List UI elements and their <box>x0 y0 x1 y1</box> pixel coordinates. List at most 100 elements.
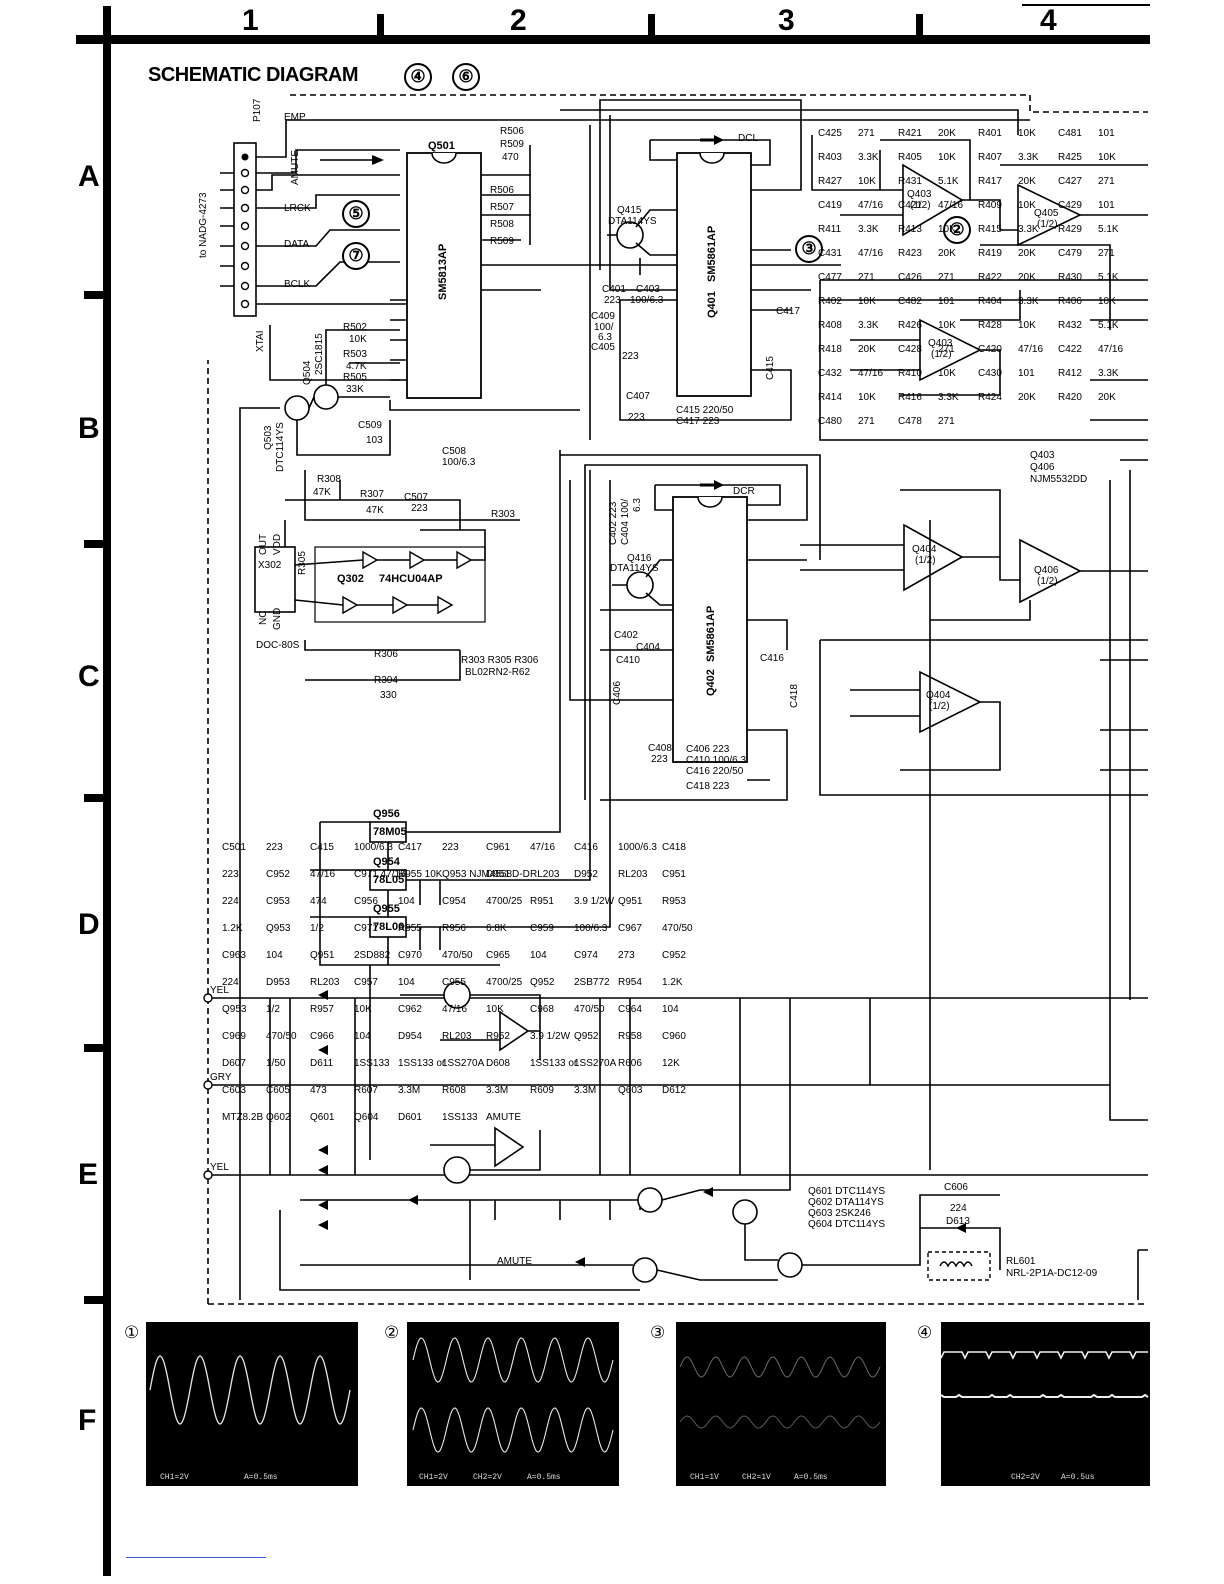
component-label: C422 <box>1058 344 1082 355</box>
row-tick <box>84 291 106 299</box>
component-label: 101 <box>938 296 955 307</box>
row-tick <box>84 1044 106 1052</box>
scope-waveform <box>149 1355 351 1425</box>
component-label: C968 <box>530 1004 554 1015</box>
component-label: 5.1K <box>938 176 959 187</box>
cap-label: C408 <box>648 743 672 754</box>
component-label: 474 <box>310 896 327 907</box>
transistor-q416-ref: Q416 <box>627 553 652 564</box>
ic-q402-ref: Q402 <box>705 669 717 696</box>
component-label: 473 <box>310 1085 327 1096</box>
resistor-label: R508 <box>490 219 514 230</box>
component-label: MTZ8.2B <box>222 1112 264 1123</box>
component-label: C959 <box>530 923 554 934</box>
ic-q302-part: 74HCU04AP <box>379 573 443 585</box>
row-tick <box>84 1296 106 1304</box>
scope-caption: A=0.5us <box>1061 1473 1095 1482</box>
component-label: R953 <box>662 896 686 907</box>
regulator-q955-part: 78L06 <box>373 921 405 933</box>
transistor-q503-part: DTC114YS <box>275 422 286 472</box>
component-label: 271 <box>938 272 955 283</box>
marker-4: ④ <box>404 63 432 91</box>
component-label: 10K <box>486 1004 504 1015</box>
resistor-label: R506 <box>500 126 524 137</box>
row-tick <box>84 794 106 802</box>
resistor-label: 10K <box>349 334 367 345</box>
cap-label: C508 <box>442 446 466 457</box>
cap-label: C509 <box>358 420 382 431</box>
cap-label: C404 <box>636 642 660 653</box>
component-label: R430 <box>1058 272 1082 283</box>
component-label: 6.8K <box>486 923 507 934</box>
component-label: 3.3K <box>858 224 879 235</box>
relay-legend-line: Q602 DTA114YS <box>808 1197 884 1208</box>
opamp-note: Q403 <box>1030 450 1055 461</box>
component-label: D953 <box>266 977 290 988</box>
component-label: 271 <box>858 272 875 283</box>
marker-5: ⑤ <box>342 200 370 228</box>
signal-amute: AMUTE <box>290 150 301 185</box>
component-label: 20K <box>1018 392 1036 403</box>
resistor-label: R506 <box>490 185 514 196</box>
component-label: R411 <box>818 224 842 235</box>
scope-caption: A=0.5ms <box>527 1473 561 1482</box>
component-label: 470/50 <box>574 1004 605 1015</box>
component-label: D601 <box>398 1112 422 1123</box>
row-tick <box>84 540 106 548</box>
signal-emp: EMP <box>284 112 306 123</box>
marker-2: ② <box>943 216 971 244</box>
column-tick <box>916 14 923 36</box>
rail-yel-top: YEL <box>210 985 229 996</box>
component-label: R431 <box>898 176 922 187</box>
cap-label: C415 <box>765 356 776 380</box>
component-label: R432 <box>1058 320 1082 331</box>
scope-caption: CH1=1V <box>690 1473 719 1482</box>
cap-label: C418 <box>789 684 800 708</box>
resistor-label: R505 <box>343 372 367 383</box>
component-label: D951 <box>486 869 510 880</box>
cap-label: C407 <box>626 391 650 402</box>
ic-q401-ref: Q401 <box>706 291 718 318</box>
component-label: 47/16 <box>858 368 884 379</box>
component-label: 10K <box>1018 320 1036 331</box>
component-label: C951 <box>662 869 686 880</box>
component-label: C957 <box>354 977 378 988</box>
component-label: 224 <box>222 977 239 988</box>
scope-number: ③ <box>650 1323 666 1342</box>
component-label: D952 <box>574 869 598 880</box>
bead-note: BL02RN2-R62 <box>465 667 531 678</box>
cap-label: C406 223 <box>686 744 730 755</box>
component-label: 2SB772 <box>574 977 610 988</box>
component-label: R415 <box>978 224 1002 235</box>
component-label: 3.3M <box>398 1085 421 1096</box>
cap-label: C410 <box>616 655 640 666</box>
component-label: 100/6.3 <box>574 923 608 934</box>
column-number-2: 2 <box>510 4 527 37</box>
scope-caption: CH1=2V <box>160 1473 189 1482</box>
component-label: 271 <box>858 416 875 427</box>
component-label: R412 <box>1058 368 1082 379</box>
component-label: 1/50 <box>266 1058 286 1069</box>
component-label: C960 <box>662 1031 686 1042</box>
component-label: 20K <box>1098 392 1116 403</box>
component-label: R420 <box>1058 392 1082 403</box>
component-label: R421 <box>898 128 922 139</box>
component-label: C971 <box>354 923 378 934</box>
relay-diode-ref: D613 <box>946 1216 970 1227</box>
page-title: SCHEMATIC DIAGRAM <box>148 64 359 86</box>
transistor-q415-ref: Q415 <box>617 205 642 216</box>
component-label: Q951 <box>310 950 335 961</box>
bead-note: R303 R305 R306 <box>461 655 539 666</box>
opamp-note: NJM5532DD <box>1030 474 1088 485</box>
resistor-label: R509 <box>500 139 524 150</box>
component-label: 10K <box>938 224 956 235</box>
cap-label: C401 <box>602 284 626 295</box>
component-label: C426 <box>898 272 922 283</box>
component-label: 104 <box>398 896 415 907</box>
opamp-label: Q406 <box>1034 565 1059 576</box>
component-label: Q953 <box>266 923 291 934</box>
component-label: R608 <box>442 1085 466 1096</box>
cap-label: C417 <box>776 306 800 317</box>
signal-bclk: BCLK <box>284 279 311 290</box>
cap-label: 6.3 <box>632 498 643 512</box>
